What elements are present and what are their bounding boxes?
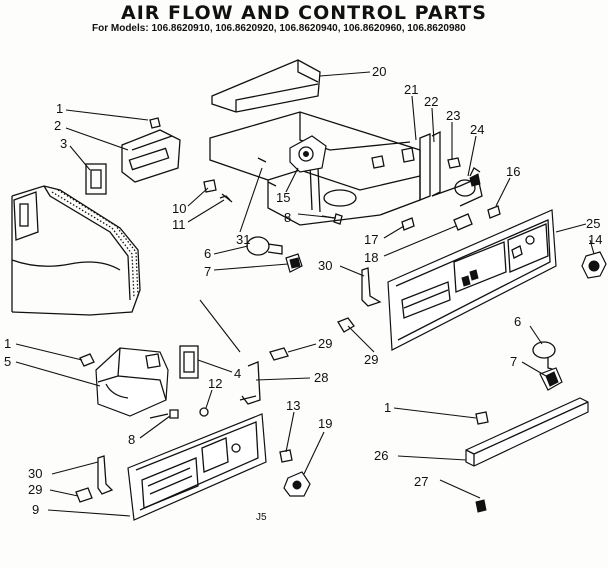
callout-6: 6	[514, 314, 521, 329]
callout-10: 10	[172, 201, 186, 216]
callout-27: 27	[414, 474, 428, 489]
callout-16: 16	[506, 164, 520, 179]
bracket-28-part	[239, 347, 289, 405]
model-list: For Models: 106.8620910, 106.8620920, 10…	[92, 23, 466, 34]
callout-9: 9	[32, 502, 39, 517]
fastener-parts	[257, 157, 501, 231]
screw-left-part	[79, 353, 95, 367]
callout-28: 28	[314, 370, 328, 385]
lamp-socket-small-part	[453, 213, 473, 231]
callout-18: 18	[364, 250, 378, 265]
callout-21: 21	[404, 82, 418, 97]
callout-8: 8	[284, 210, 291, 225]
callout-1: 1	[4, 336, 11, 351]
damper-housing-part	[95, 347, 169, 417]
small-bracket-part	[85, 163, 107, 195]
callout-26: 26	[374, 448, 388, 463]
callout-23: 23	[446, 108, 460, 123]
callout-1: 1	[56, 101, 63, 116]
small-bracket-lower-part	[179, 345, 199, 379]
lower-fasteners-part	[149, 407, 209, 419]
callout-12: 12	[208, 376, 222, 391]
callout-25: 25	[586, 216, 600, 231]
diagram-title: AIR FLOW AND CONTROL PARTS	[121, 2, 487, 24]
callout-19: 19	[318, 416, 332, 431]
leader-lines	[15, 71, 595, 517]
callout-29: 29	[364, 352, 378, 367]
callout-labels: 1 2 3 10 11 20 21 22 23 24 16 15 8 31 6 …	[4, 64, 602, 517]
cabinet-liner-part	[11, 185, 141, 316]
screw-parts	[203, 179, 233, 203]
air-deflector-bar-part	[465, 397, 589, 513]
callout-14: 14	[588, 232, 602, 247]
callout-30: 30	[28, 466, 42, 481]
clip-lower-part	[75, 455, 114, 503]
callout-17: 17	[364, 232, 378, 247]
callout-20: 20	[372, 64, 386, 79]
callout-30: 30	[318, 258, 332, 273]
callout-24: 24	[470, 122, 484, 137]
callout-15: 15	[276, 190, 290, 205]
callout-22: 22	[424, 94, 438, 109]
callout-7: 7	[510, 354, 517, 369]
light-bulb-lower-part	[532, 341, 563, 391]
callout-3: 3	[60, 136, 67, 151]
control-knob-right-part	[581, 251, 607, 279]
damper-bracket-part	[419, 130, 483, 207]
control-panel-lower-part	[127, 413, 267, 521]
callout-5: 5	[4, 354, 11, 369]
callout-11: 11	[172, 217, 186, 232]
figure-code: J5	[256, 512, 267, 523]
thermostat-part	[289, 135, 327, 173]
callout-7: 7	[204, 264, 211, 279]
callout-8: 8	[128, 432, 135, 447]
callout-2: 2	[54, 118, 61, 133]
control-knob-lower-part	[283, 471, 311, 497]
light-bulb-upper-part	[246, 236, 303, 273]
callout-4: 4	[234, 366, 241, 381]
callout-29: 29	[28, 482, 42, 497]
air-duct-shroud-part	[211, 59, 321, 113]
control-housing-part	[121, 117, 181, 183]
callout-29: 29	[318, 336, 332, 351]
callout-13: 13	[286, 398, 300, 413]
callout-1: 1	[384, 400, 391, 415]
clip-upper-part	[337, 267, 382, 333]
callout-31: 31	[236, 232, 250, 247]
control-panel-right-part	[387, 209, 557, 351]
callout-6: 6	[204, 246, 211, 261]
